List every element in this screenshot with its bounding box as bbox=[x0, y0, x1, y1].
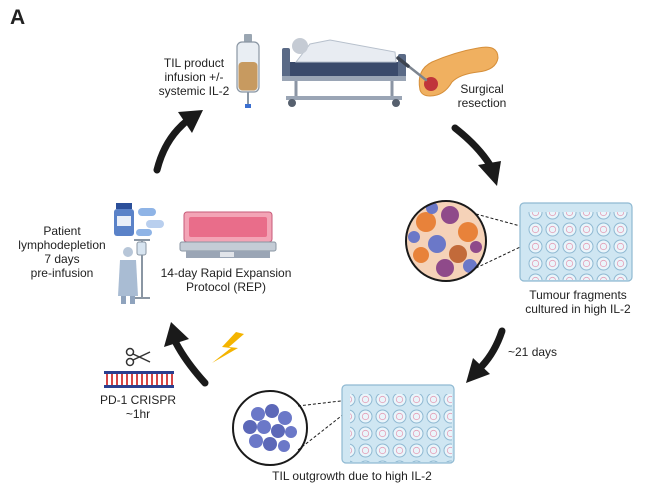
dna-scissors-icon bbox=[104, 347, 174, 388]
step-label-lymphodepletion: Patient lymphodepletion 7 days pre-infus… bbox=[18, 224, 105, 280]
cycle-arrow-4 bbox=[164, 322, 209, 387]
crispr-line-2: ~1hr bbox=[126, 407, 150, 421]
cycle-arrow-3 bbox=[466, 327, 506, 383]
step-label-rep: 14-day Rapid Expansion Protocol (REP) bbox=[161, 266, 292, 294]
infusion-line-3: systemic IL-2 bbox=[159, 84, 230, 98]
scalpel-icon bbox=[396, 56, 428, 82]
lympho-line-2: lymphodepletion bbox=[18, 238, 105, 252]
lympho-line-1: Patient bbox=[43, 224, 81, 238]
hospital-bed-icon bbox=[282, 38, 406, 107]
lightning-icon bbox=[212, 332, 244, 363]
fragments-line-2: cultured in high IL-2 bbox=[525, 302, 631, 316]
cycle-arrow-2 bbox=[451, 124, 501, 186]
cycle-arrow-1 bbox=[153, 110, 203, 174]
infusion-line-1: TIL product bbox=[164, 56, 225, 70]
well-plate-icon-2 bbox=[341, 384, 455, 464]
resection-line-2: resection bbox=[458, 96, 507, 110]
outgrowth-label: TIL outgrowth due to high IL-2 bbox=[272, 469, 432, 483]
lympho-line-3: 7 days bbox=[44, 252, 79, 266]
step-label-infusion: TIL product infusion +/- systemic IL-2 bbox=[159, 56, 230, 98]
rep-bioreactor-icon bbox=[179, 211, 277, 258]
infusion-bag-icon bbox=[236, 34, 260, 108]
panel-label: A bbox=[10, 6, 26, 29]
scissors-icon bbox=[125, 347, 151, 367]
fragments-line-1: Tumour fragments bbox=[529, 288, 627, 302]
rep-line-2: Protocol (REP) bbox=[186, 280, 266, 294]
step-label-resection: Surgical resection bbox=[458, 82, 507, 110]
tumour-magnified-icon bbox=[405, 200, 536, 282]
til-cluster-icon bbox=[232, 390, 350, 466]
step-label-fragments: Tumour fragments cultured in high IL-2 bbox=[525, 288, 631, 316]
resection-line-1: Surgical bbox=[460, 82, 503, 96]
duration-label: ~21 days bbox=[508, 345, 557, 359]
crispr-line-1: PD-1 CRISPR bbox=[100, 393, 176, 407]
pill-bottle-icon bbox=[114, 203, 164, 236]
lympho-line-4: pre-infusion bbox=[31, 266, 94, 280]
infusion-line-2: infusion +/- bbox=[164, 70, 223, 84]
step-label-crispr: PD-1 CRISPR ~1hr bbox=[100, 393, 176, 421]
patient-iv-icon bbox=[118, 239, 150, 304]
pancreas-icon bbox=[418, 46, 499, 97]
well-plate-icon bbox=[519, 202, 633, 282]
rep-line-1: 14-day Rapid Expansion bbox=[161, 266, 292, 280]
